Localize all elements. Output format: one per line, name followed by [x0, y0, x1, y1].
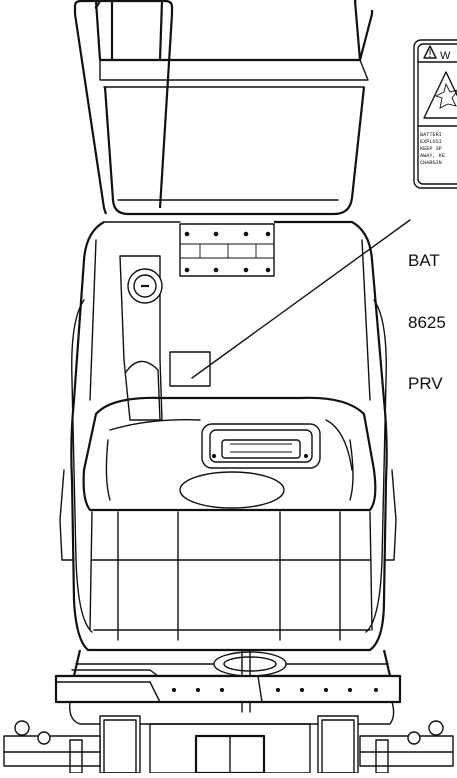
decal-text-line-2: EXPLOSI — [420, 139, 442, 145]
body-shell — [59, 220, 397, 652]
svg-text:!: ! — [428, 48, 431, 60]
hinge-plate — [179, 223, 275, 277]
steering-column — [119, 255, 163, 421]
seat — [82, 396, 377, 512]
decal-text-line-4: AWAY, KE — [420, 153, 445, 159]
wheels — [3, 701, 454, 775]
raised-hood — [73, 0, 374, 216]
decal-header: W — [440, 50, 451, 62]
callout-line-2: 8625 — [408, 312, 446, 332]
callout-leader-line — [191, 219, 411, 379]
label-area — [169, 351, 211, 387]
lower-body — [89, 511, 373, 641]
decal-text-line-5: CHARGIN — [420, 160, 442, 166]
decal-text-line-3: KEEP SP — [420, 146, 442, 152]
scrub-deck — [54, 649, 402, 713]
warning-decal: ! W BATTERI EXPLOSI KEEP SP AWAY, KE CHA… — [413, 39, 457, 189]
decal-text-line-1: BATTERI — [420, 132, 442, 138]
callout-line-3: PRV — [408, 374, 443, 393]
battery-callout: BAT 8625 PRV — [408, 210, 457, 415]
callout-line-1: BAT — [408, 251, 440, 270]
